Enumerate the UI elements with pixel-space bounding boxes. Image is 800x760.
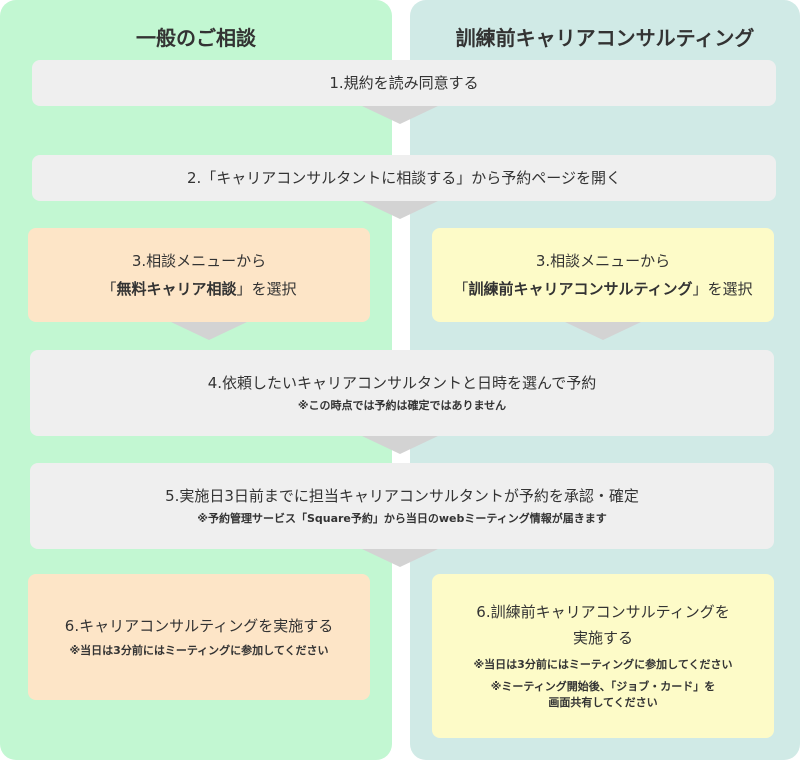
step-6-pretraining-line1: 6.訓練前キャリアコンサルティングを [476, 603, 730, 621]
step-6-pretraining-line2: 実施する [572, 629, 633, 647]
step-6-general-note: ※当日は3分前にはミーティングに参加してください [69, 644, 329, 657]
free-career-consultation-label: 無料キャリア相談 [116, 280, 237, 298]
step-6-general-text: 6.キャリアコンサルティングを実施する [64, 617, 334, 635]
step-3-pretraining-line2: 「訓練前キャリアコンサルティング」を選択 [453, 278, 752, 300]
step-2-text: 2.「キャリアコンサルタントに相談する」から予約ページを開く [186, 169, 621, 187]
step-6-general-box: 6.キャリアコンサルティングを実施する ※当日は3分前にはミーティングに参加して… [28, 574, 370, 700]
select-label: 」を選択 [692, 280, 753, 298]
step-3-pretraining-line1: 3.相談メニューから [535, 252, 671, 270]
step-4-box: 4.依頼したいキャリアコンサルタントと日時を選んで予約 ※この時点では予約は確定… [30, 350, 774, 436]
general-consultation-title: 一般のご相談 [136, 26, 256, 50]
step-4-text: 4.依頼したいキャリアコンサルタントと日時を選んで予約 [207, 374, 597, 392]
step-4-note: ※この時点では予約は確定ではありません [297, 399, 507, 412]
arrow-down-1 [362, 106, 438, 124]
arrow-down-4 [362, 436, 438, 454]
step-1-text: 1.規約を読み同意する [329, 74, 479, 92]
step-5-text: 5.実施日3日前までに担当キャリアコンサルタントが予約を承認・確定 [165, 487, 639, 505]
arrow-down-3-general [171, 322, 247, 340]
step-3-general-box: 3.相談メニューから 「無料キャリア相談」を選択 [28, 228, 370, 322]
arrow-down-2 [362, 201, 438, 219]
arrow-down-3-pretraining [565, 322, 641, 340]
step-6-pretraining-box: 6.訓練前キャリアコンサルティングを 実施する ※当日は3分前にはミーティングに… [432, 574, 774, 738]
step-3-pretraining-box: 3.相談メニューから 「訓練前キャリアコンサルティング」を選択 [432, 228, 774, 322]
open-bracket: 「 [101, 280, 117, 298]
step-1-box: 1.規約を読み同意する [32, 60, 776, 106]
step-6-pretraining-note-1: ※当日は3分前にはミーティングに参加してください [473, 658, 733, 671]
open-bracket: 「 [453, 280, 469, 298]
pre-training-title: 訓練前キャリアコンサルティング [455, 26, 755, 50]
step-2-box: 2.「キャリアコンサルタントに相談する」から予約ページを開く [32, 155, 776, 201]
step-6-pretraining-note-2-line2: 画面共有してください [548, 696, 658, 709]
step-5-box: 5.実施日3日前までに担当キャリアコンサルタントが予約を承認・確定 ※予約管理サ… [30, 463, 774, 549]
step-3-general-line2: 「無料キャリア相談」を選択 [101, 278, 296, 300]
step-6-pretraining-note-2-line1: ※ミーティング開始後、「ジョブ・カード」を [490, 680, 716, 693]
arrow-down-5 [362, 549, 438, 567]
pre-training-career-consulting-label: 訓練前キャリアコンサルティング [468, 280, 693, 298]
select-label: 」を選択 [236, 280, 297, 298]
step-3-general-line1: 3.相談メニューから [131, 252, 267, 270]
step-5-note: ※予約管理サービス「Square予約」から当日のwebミーティング情報が届きます [197, 512, 607, 525]
